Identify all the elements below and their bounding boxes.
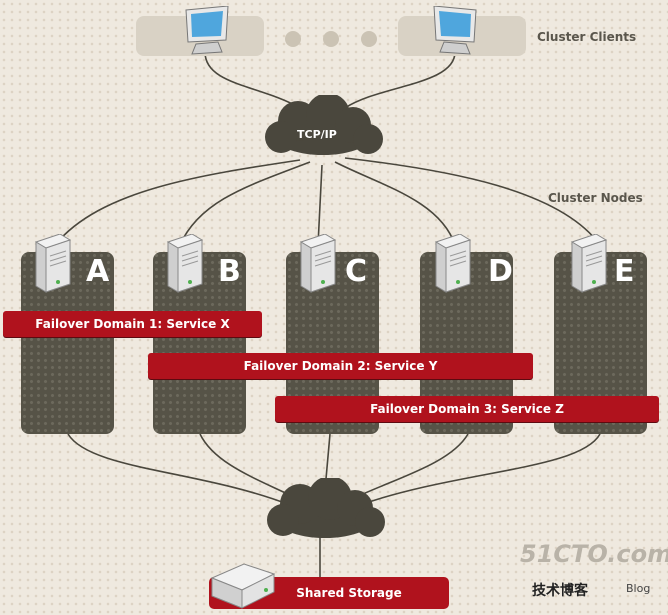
server-icon <box>570 234 608 293</box>
cluster-nodes-label: Cluster Nodes <box>548 191 643 205</box>
failover-domain-3-bar: Failover Domain 3: Service Z <box>275 396 659 422</box>
server-icon <box>434 234 472 293</box>
ellipsis-dot <box>323 31 339 47</box>
monitor-icon <box>185 6 229 55</box>
server-icon <box>34 234 72 293</box>
monitor-icon <box>433 6 477 55</box>
cluster-clients-label: Cluster Clients <box>537 30 637 44</box>
cloud-icon <box>265 95 383 155</box>
ellipsis-dot <box>361 31 377 47</box>
tcpip-label: TCP/IP <box>297 128 337 141</box>
node-letter-d: D <box>488 254 513 289</box>
server-icon <box>166 234 204 293</box>
failover-domain-1-bar: Failover Domain 1: Service X <box>3 311 262 337</box>
shared-storage-label: Shared Storage <box>296 586 402 600</box>
node-letter-c: C <box>345 254 368 289</box>
watermark-logo: 51CTO.com <box>520 540 668 568</box>
failover-domain-2-bar: Failover Domain 2: Service Y <box>148 353 533 379</box>
node-letter-e: E <box>614 254 635 289</box>
node-letter-a: A <box>86 254 110 289</box>
ellipsis-dot <box>285 31 301 47</box>
node-letter-b: B <box>218 254 241 289</box>
cloud-icon <box>267 478 385 538</box>
watermark-blog: Blog <box>626 582 651 595</box>
storage-drive-icon <box>210 563 276 609</box>
server-icon <box>299 234 337 293</box>
watermark-subtitle: 技术博客 <box>532 583 588 599</box>
